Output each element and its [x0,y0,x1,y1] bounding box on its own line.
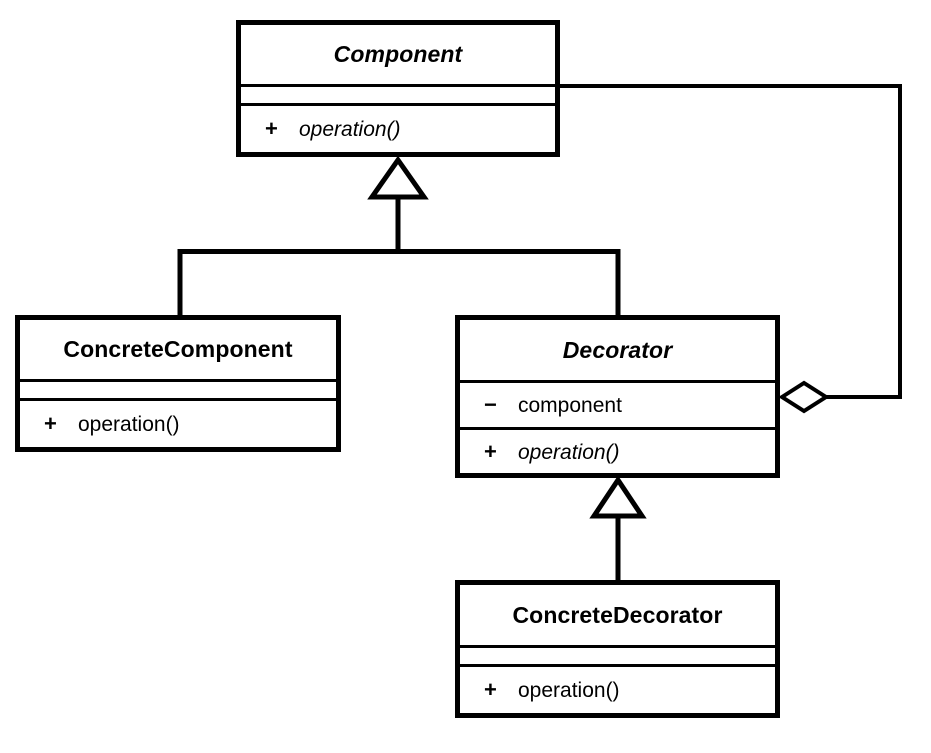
attribute-row: − component [460,392,622,418]
uml-class-component[interactable]: Component + operation() [236,20,560,157]
attributes-compartment [460,645,775,664]
operations-compartment: + operation() [241,103,555,152]
operation-label: operation() [78,413,180,436]
attributes-compartment: − component [460,380,775,427]
class-name-compartment: Component [241,25,555,84]
visibility-marker: + [484,438,497,464]
class-name-compartment: ConcreteDecorator [460,585,775,645]
operation-label: operation() [518,440,620,464]
attribute-label: component [518,394,622,417]
visibility-marker: − [484,392,497,417]
class-name-label: ConcreteDecorator [512,601,723,628]
operation-row: + operation() [241,116,401,142]
uml-class-concrete-decorator[interactable]: ConcreteDecorator + operation() [455,580,780,718]
hollow-triangle-icon [589,475,647,519]
uml-class-concrete-component[interactable]: ConcreteComponent + operation() [15,315,341,452]
uml-class-decorator[interactable]: Decorator − component + operation() [455,315,780,478]
class-name-label: ConcreteComponent [63,336,293,362]
attributes-compartment [241,84,555,103]
class-name-label: Component [333,41,463,67]
hollow-triangle-icon [367,155,429,200]
visibility-marker: + [484,677,497,702]
class-name-compartment: ConcreteComponent [20,320,336,379]
aggregation-decorator-to-component [558,84,902,414]
operations-compartment: + operation() [460,664,775,713]
class-name-compartment: Decorator [460,320,775,380]
visibility-marker: + [265,116,278,141]
generalization-tree-to-component [177,155,621,317]
generalization-concrete-decorator-to-decorator [589,475,647,581]
operations-compartment: + operation() [460,427,775,473]
operation-row: + operation() [460,439,620,465]
operation-row: + operation() [20,411,180,437]
visibility-marker: + [44,411,57,436]
attributes-compartment [20,379,336,398]
operation-label: operation() [299,118,401,141]
class-name-label: Decorator [562,336,673,363]
hollow-diamond-icon [778,380,830,414]
operation-label: operation() [518,679,620,702]
operations-compartment: + operation() [20,398,336,447]
operation-row: + operation() [460,677,620,703]
